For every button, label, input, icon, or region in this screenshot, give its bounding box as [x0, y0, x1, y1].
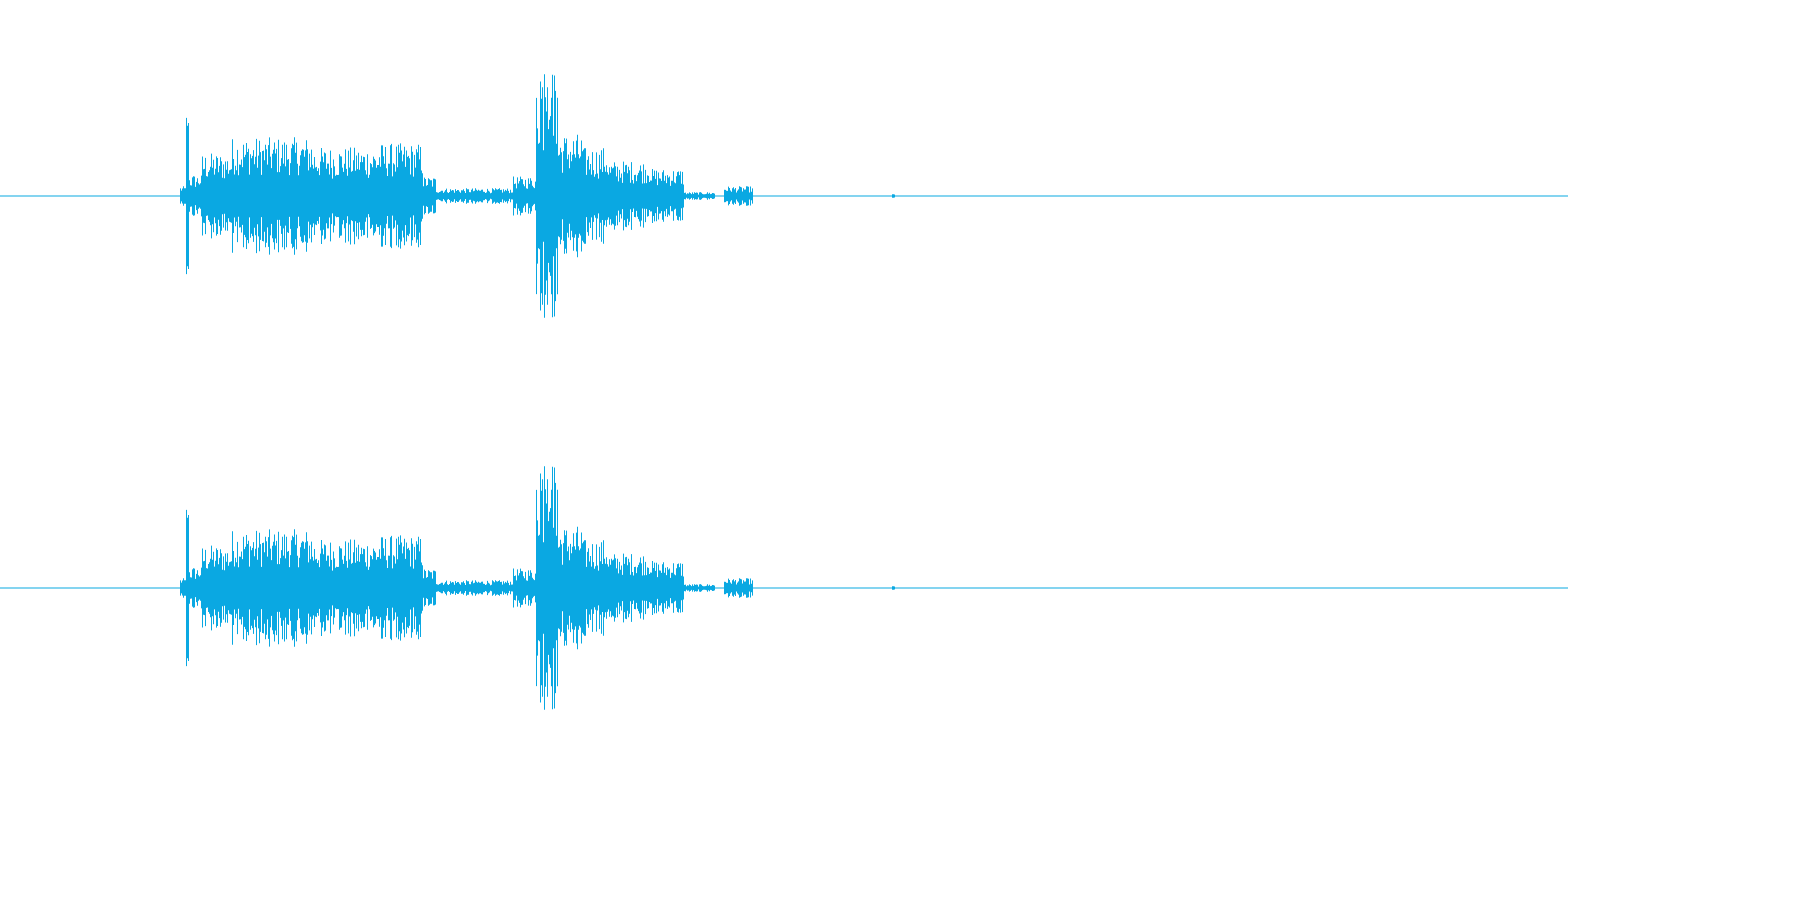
empty-area	[1568, 0, 1800, 900]
channel-2-waveform[interactable]	[0, 466, 1568, 710]
waveform-view[interactable]	[0, 0, 1568, 784]
empty-area-bottom	[0, 784, 1568, 900]
waveform-canvas[interactable]	[0, 0, 1568, 784]
channel-2-envelope	[180, 466, 895, 710]
channel-1-waveform[interactable]	[0, 74, 1568, 318]
channel-1-envelope	[180, 74, 895, 318]
